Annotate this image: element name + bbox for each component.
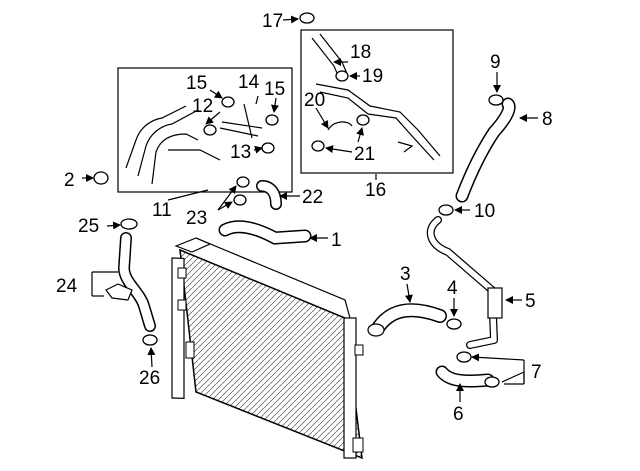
callout-12: 12	[192, 96, 213, 117]
callout-25: 25	[78, 216, 99, 237]
clamp-7a	[456, 351, 472, 363]
clamp-2	[93, 171, 109, 185]
group-box-16	[300, 29, 454, 174]
callout-11: 11	[152, 200, 172, 221]
callout-15b: 15	[264, 79, 285, 100]
callout-3: 3	[400, 264, 411, 285]
clamp-7b	[484, 376, 500, 388]
callout-21: 21	[354, 144, 375, 165]
callout-15a: 15	[186, 73, 207, 94]
callout-23: 23	[186, 208, 207, 229]
callout-20: 20	[304, 90, 325, 111]
hose-1	[218, 220, 312, 245]
pipe-assembly-16	[311, 33, 441, 161]
clamp-23a	[236, 176, 250, 188]
hose-22	[256, 180, 282, 210]
callout-19: 19	[362, 66, 383, 87]
clamp-19	[335, 70, 349, 82]
radiator	[171, 237, 364, 460]
clamp-23b	[233, 194, 247, 206]
clamp-4	[446, 318, 462, 330]
clamp-15b	[265, 114, 279, 126]
clamp-12	[203, 124, 217, 136]
hose-24	[105, 232, 156, 332]
callout-1: 1	[331, 230, 342, 251]
callout-labels: 1 2 3 4 5 6 7 8 9 10 11 12 13 14 15 15 1…	[56, 11, 553, 425]
callout-17: 17	[262, 11, 283, 32]
callout-18: 18	[350, 42, 371, 63]
callout-9: 9	[490, 52, 501, 73]
clamp-25	[120, 218, 138, 230]
callout-14: 14	[238, 72, 260, 93]
callout-13: 13	[230, 142, 251, 163]
clamp-17	[299, 12, 315, 24]
clamp-10	[438, 204, 454, 216]
callout-4: 4	[447, 278, 458, 299]
hose-3	[367, 303, 447, 337]
callout-10: 10	[474, 201, 495, 222]
clamp-9	[488, 94, 504, 106]
hose-6	[435, 365, 495, 388]
callout-16: 16	[365, 180, 386, 201]
clamp-15a	[221, 96, 235, 108]
callout-6: 6	[453, 404, 464, 425]
clamps	[93, 12, 504, 388]
clamp-13	[261, 142, 275, 154]
callout-2: 2	[64, 170, 75, 191]
callout-5: 5	[525, 291, 536, 312]
clamp-21a	[356, 114, 370, 126]
leader-lines	[82, 15, 538, 402]
callout-7: 7	[531, 362, 542, 383]
hose-8	[455, 97, 516, 203]
pipe-assembly-11	[125, 103, 263, 185]
clamp-21b	[311, 140, 325, 152]
callout-22: 22	[302, 187, 323, 208]
callout-8: 8	[542, 109, 553, 130]
pipe-5	[426, 216, 503, 349]
clamp-26	[142, 334, 158, 346]
callout-26: 26	[139, 368, 160, 389]
callout-24: 24	[56, 276, 78, 297]
group-box-11	[117, 67, 293, 193]
